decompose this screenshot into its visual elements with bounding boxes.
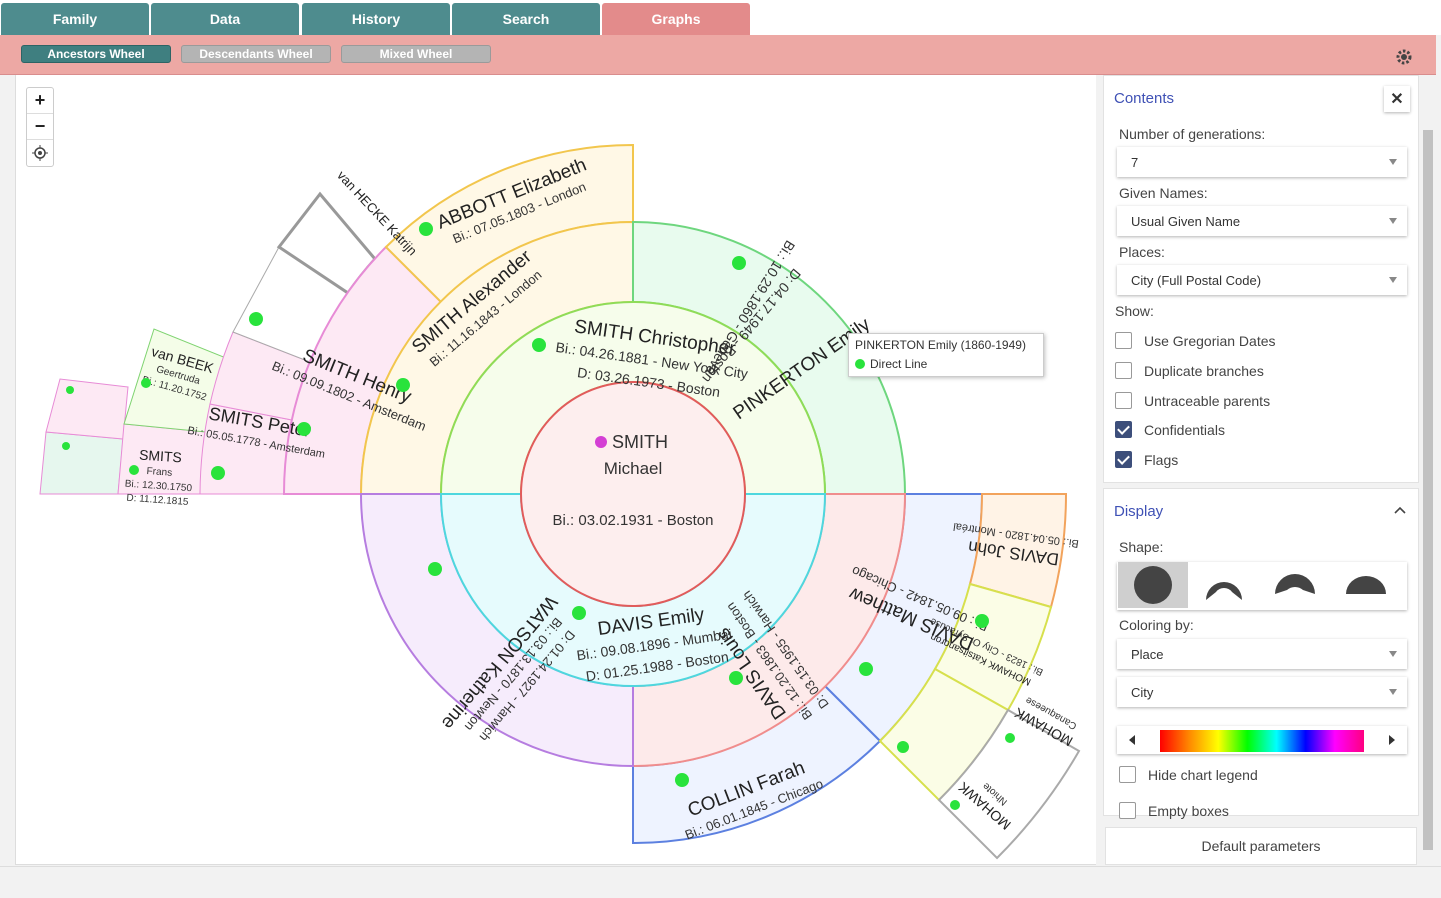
ancestors-wheel-button[interactable]: Ancestors Wheel — [21, 45, 171, 63]
contents-title: Contents — [1114, 90, 1175, 107]
settings-panel: Contents ✕ Number of generations: 7 Give… — [1103, 75, 1419, 865]
wheel-segment — [45, 378, 129, 440]
flag-icon — [950, 800, 960, 810]
given-names-label: Given Names: — [1119, 185, 1208, 201]
gregorian-checkbox[interactable]: Use Gregorian Dates — [1115, 332, 1276, 349]
person-name: SMITS — [139, 446, 183, 465]
places-select[interactable]: City (Full Postal Code) — [1117, 265, 1407, 295]
flag-icon — [141, 378, 151, 388]
color-scale — [1117, 726, 1407, 754]
root-surname: SMITH — [612, 432, 668, 452]
flag-icon — [419, 222, 433, 236]
wheel-segment — [937, 708, 1081, 860]
chevron-down-icon — [1389, 159, 1397, 165]
flag-icon — [675, 773, 689, 787]
chevron-down-icon — [1389, 218, 1397, 224]
chevron-down-icon — [1389, 277, 1397, 283]
flag-icon — [428, 562, 442, 576]
tooltip-line: Direct Line — [870, 357, 928, 371]
flag-icon — [975, 614, 989, 628]
contents-card: Contents ✕ Number of generations: 7 Give… — [1103, 75, 1419, 483]
duplicate-checkbox[interactable]: Duplicate branches — [1115, 362, 1264, 379]
flag-icon — [855, 359, 865, 369]
chevron-up-icon[interactable] — [1394, 506, 1406, 514]
flag-icon — [129, 465, 139, 475]
root-birth: Bi.: 03.02.1931 - Boston — [553, 512, 714, 529]
coloring-label: Coloring by: — [1119, 617, 1194, 633]
display-title: Display — [1114, 503, 1164, 520]
footer — [0, 866, 1441, 898]
chevron-down-icon — [1389, 651, 1397, 657]
flag-icon — [732, 256, 746, 270]
person-birth: Bi.: 12.30.1750 — [124, 479, 192, 495]
show-label: Show: — [1115, 303, 1154, 319]
gear-icon[interactable] — [1394, 47, 1414, 67]
zoom-control: + − — [26, 87, 54, 167]
flag-icon — [897, 741, 909, 753]
coloring-sub-select[interactable]: City — [1117, 677, 1407, 707]
flag-icon — [396, 378, 410, 392]
tab-history[interactable]: History — [302, 3, 450, 35]
default-parameters-button[interactable]: Default parameters — [1105, 827, 1417, 865]
given-names-select[interactable]: Usual Given Name — [1117, 206, 1407, 236]
shape-half-plus[interactable] — [1260, 562, 1330, 608]
arrow-left-icon[interactable] — [1129, 735, 1135, 745]
confidentials-checkbox[interactable]: Confidentials — [1115, 421, 1225, 438]
mixed-wheel-button[interactable]: Mixed Wheel — [341, 45, 491, 63]
descendants-wheel-button[interactable]: Descendants Wheel — [181, 45, 331, 63]
flag-icon — [532, 338, 546, 352]
tab-data[interactable]: Data — [151, 3, 299, 35]
flag-dots — [62, 222, 1015, 810]
close-button[interactable]: ✕ — [1384, 86, 1410, 112]
shape-picker — [1117, 562, 1407, 610]
flag-icon — [595, 436, 607, 448]
arrow-right-icon[interactable] — [1389, 735, 1395, 745]
flag-icon — [1005, 733, 1015, 743]
wheel-segment — [39, 431, 124, 495]
flag-icon — [62, 442, 70, 450]
hide-legend-checkbox[interactable]: Hide chart legend — [1119, 766, 1258, 783]
flag-icon — [859, 662, 873, 676]
zoom-in-button[interactable]: + — [27, 88, 53, 114]
top-tab-bar: Family Data History Search Graphs — [0, 0, 1441, 35]
shape-full-circle[interactable] — [1118, 562, 1188, 608]
places-label: Places: — [1119, 244, 1165, 260]
untraceable-checkbox[interactable]: Untraceable parents — [1115, 392, 1270, 409]
wheel-root — [520, 381, 746, 607]
flag-icon — [249, 312, 263, 326]
wheel-chart-area[interactable]: SMITH Michael Bi.: 03.02.1931 - Boston S… — [15, 75, 1096, 865]
shape-half[interactable] — [1331, 562, 1401, 608]
flag-icon — [729, 671, 743, 685]
flags-checkbox[interactable]: Flags — [1115, 451, 1178, 468]
flag-icon — [211, 466, 225, 480]
locate-icon[interactable] — [27, 140, 53, 166]
root-given: Michael — [604, 459, 663, 478]
person-tooltip: PINKERTON Emily (1860-1949) Direct Line — [848, 333, 1044, 377]
display-card: Display Shape: Coloring by: Place City H… — [1103, 488, 1419, 819]
coloring-select[interactable]: Place — [1117, 639, 1407, 669]
graph-type-bar: Ancestors Wheel Descendants Wheel Mixed … — [0, 35, 1436, 75]
tab-search[interactable]: Search — [452, 3, 600, 35]
generations-select[interactable]: 7 — [1117, 147, 1407, 177]
shape-three-quarter[interactable] — [1189, 562, 1259, 608]
flag-icon — [66, 386, 74, 394]
zoom-out-button[interactable]: − — [27, 114, 53, 140]
flag-icon — [572, 606, 586, 620]
shape-label: Shape: — [1119, 539, 1164, 555]
person-given: Frans — [146, 466, 172, 479]
person-death: D: 11.12.1815 — [126, 493, 189, 508]
generations-label: Number of generations: — [1119, 126, 1266, 142]
tooltip-name: PINKERTON Emily (1860-1949) — [855, 338, 1026, 352]
tab-graphs[interactable]: Graphs — [602, 3, 750, 35]
flag-icon — [297, 422, 311, 436]
chevron-down-icon — [1389, 689, 1397, 695]
panel-scrollbar[interactable] — [1421, 75, 1435, 865]
tab-family[interactable]: Family — [1, 3, 149, 35]
color-gradient — [1160, 730, 1364, 752]
empty-boxes-checkbox[interactable]: Empty boxes — [1119, 802, 1229, 819]
ancestors-wheel[interactable]: SMITH Michael Bi.: 03.02.1931 - Boston S… — [16, 75, 1097, 865]
